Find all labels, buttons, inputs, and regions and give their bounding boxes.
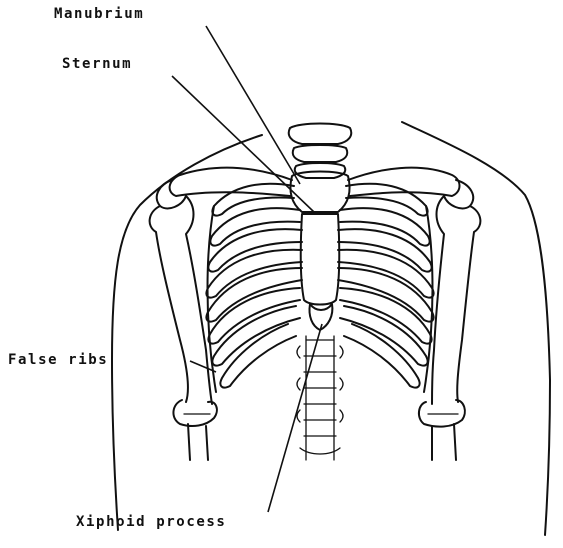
- left-ribs: [206, 184, 302, 392]
- left-humerus: [150, 196, 217, 426]
- right-humerus: [419, 196, 480, 427]
- lumbar-spine: [297, 336, 343, 460]
- manubrium-leader: [206, 26, 300, 184]
- manubrium-label: Manubrium: [54, 6, 144, 22]
- spine-top: [289, 124, 352, 179]
- clavicles: [157, 168, 473, 209]
- sternum-leader: [172, 76, 314, 212]
- sternum-label: Sternum: [62, 56, 132, 72]
- right-ribs: [338, 184, 434, 392]
- xiphoid-leader: [268, 324, 322, 512]
- false-ribs-label: False ribs: [8, 352, 108, 368]
- xiphoid-process-label: Xiphoid process: [76, 514, 226, 530]
